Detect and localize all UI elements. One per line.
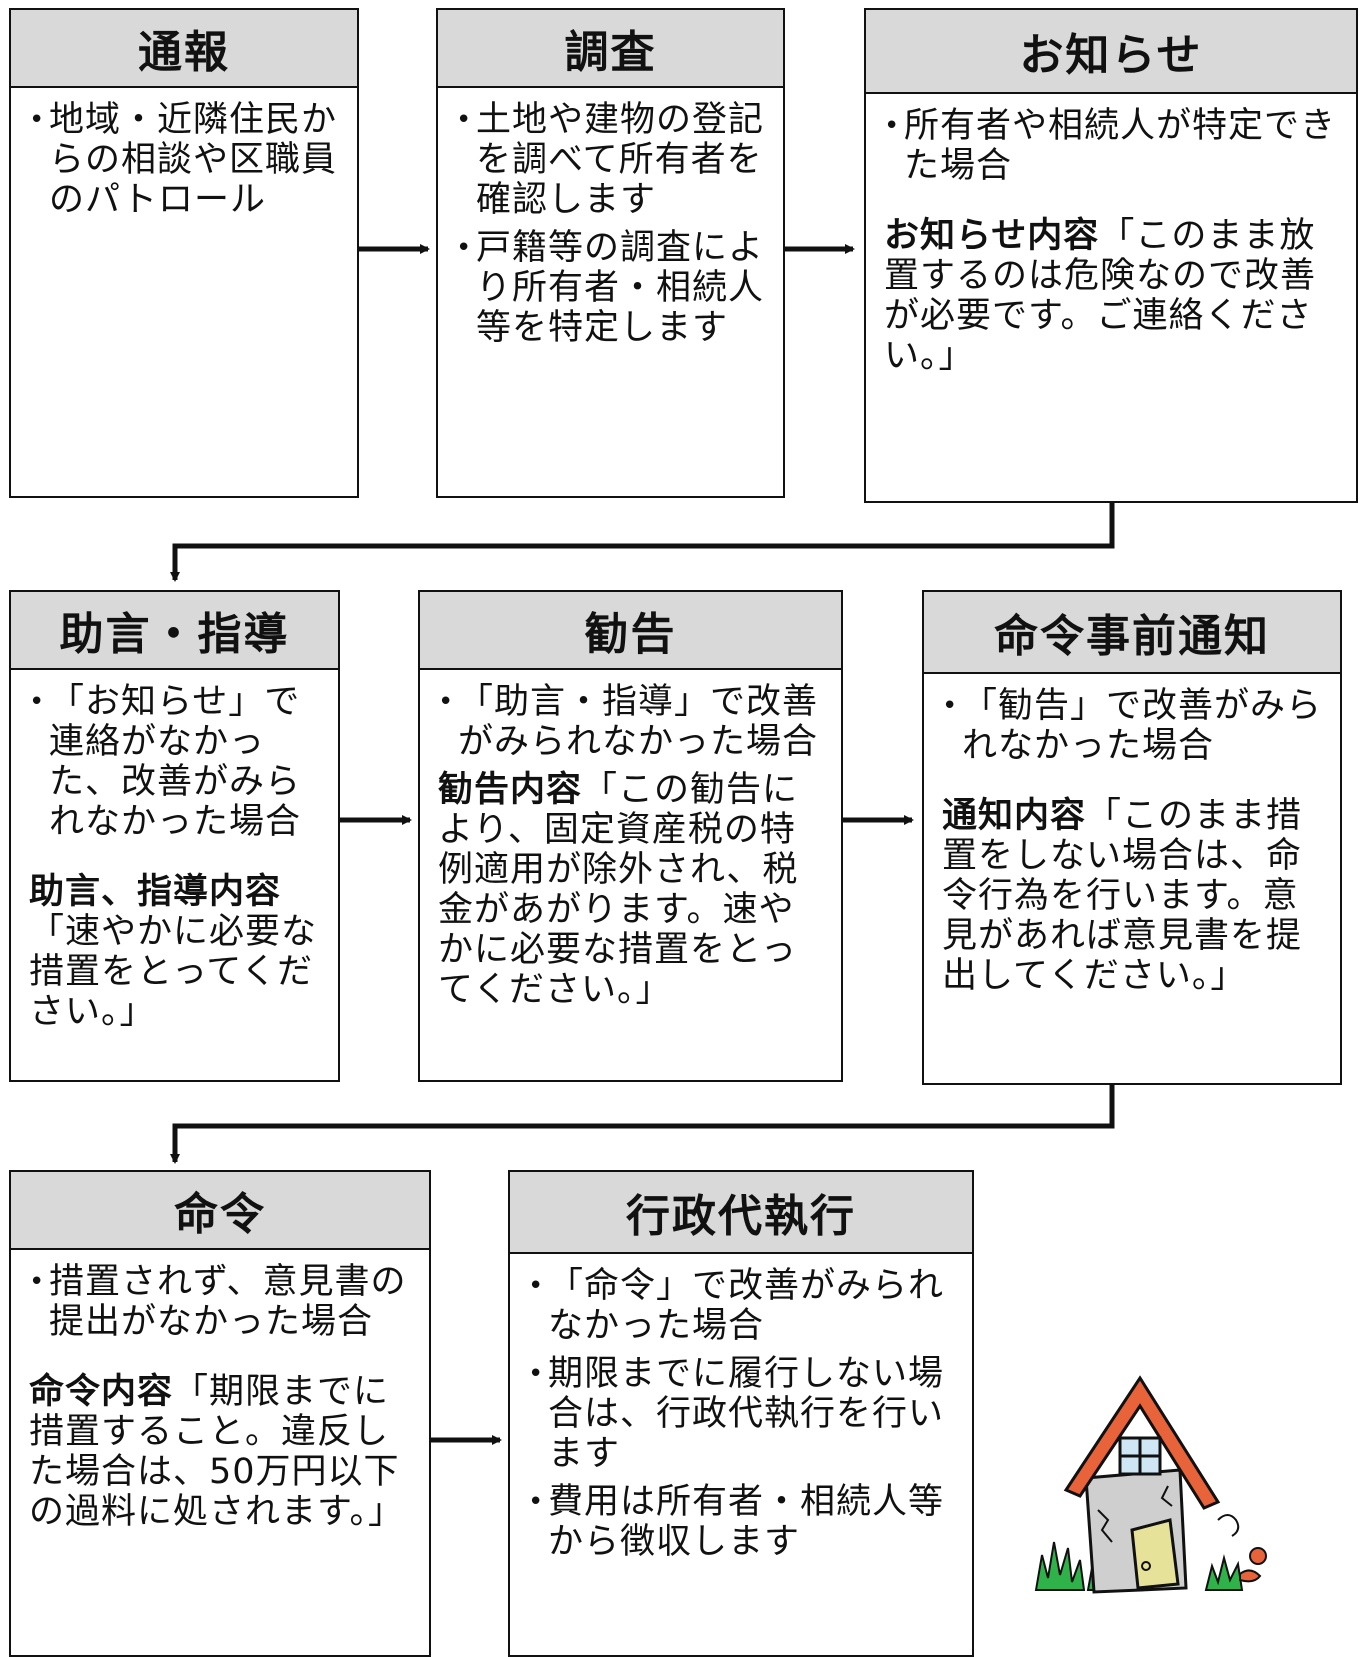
step-content: お知らせ内容「このまま放置するのは危険なので改善が必要です。ご連絡ください。」	[884, 216, 1317, 376]
list-item: • 土地や建物の登記を調べて所有者を確認します	[456, 100, 765, 220]
step-tsuho: 通報 • 地域・近隣住民からの相談や区職員のパトロール	[9, 8, 359, 498]
bullet-icon: •	[438, 687, 455, 717]
step-meirei: 命令 • 措置されず、意見書の提出がなかった場合 命令内容「期限までに措置するこ…	[9, 1170, 431, 1657]
list-item: • 措置されず、意見書の提出がなかった場合	[29, 1262, 407, 1342]
step-title: 通報	[11, 10, 357, 88]
bullet-icon: •	[528, 1271, 545, 1301]
step-title: お知らせ	[866, 10, 1356, 94]
bullet-icon: •	[456, 105, 473, 135]
step-daishikko: 行政代執行 • 「命令」で改善がみられなかった場合 • 期限までに履行しない場合…	[508, 1170, 974, 1657]
bullet-icon: •	[29, 687, 46, 717]
list-item: • 所有者や相続人が特定できた場合	[884, 106, 1337, 186]
step-content: 命令内容「期限までに措置すること。違反した場合は、50万円以下の過料に処されます…	[29, 1372, 405, 1532]
list-item: • 「命令」で改善がみられなかった場合	[528, 1266, 945, 1346]
bullet-icon: •	[528, 1487, 545, 1517]
bullet-icon: •	[942, 691, 959, 721]
step-chosa: 調査 • 土地や建物の登記を調べて所有者を確認します • 戸籍等の調査により所有…	[436, 8, 785, 498]
step-kankoku: 勧告 • 「助言・指導」で改善がみられなかった場合 勧告内容「この勧告により、固…	[418, 590, 843, 1082]
abandoned-house-icon	[1034, 1375, 1267, 1594]
step-title: 命令事前通知	[924, 592, 1340, 674]
step-title: 命令	[11, 1172, 429, 1250]
bullet-icon: •	[456, 233, 473, 263]
arrow-oshirase-to-jogen	[170, 502, 1115, 582]
step-title: 助言・指導	[11, 592, 338, 670]
list-item: • 「助言・指導」で改善がみられなかった場合	[438, 682, 819, 762]
list-item: • 「お知らせ」で連絡がなかった、改善がみられなかった場合	[29, 682, 302, 842]
list-item: • 期限までに履行しない場合は、行政代執行を行います	[528, 1354, 945, 1474]
step-content: 通知内容「このまま措置をしない場合は、命令行為を行います。意見があれば意見書を提…	[942, 796, 1303, 996]
list-item: • 「勧告」で改善がみられなかった場合	[942, 686, 1323, 766]
step-jogen: 助言・指導 • 「お知らせ」で連絡がなかった、改善がみられなかった場合 助言、指…	[9, 590, 340, 1082]
step-title: 行政代執行	[510, 1172, 972, 1254]
bullet-icon: •	[29, 105, 46, 135]
step-jizen: 命令事前通知 • 「勧告」で改善がみられなかった場合 通知内容「このまま措置をし…	[922, 590, 1342, 1085]
list-item: • 戸籍等の調査により所有者・相続人等を特定します	[456, 228, 765, 348]
step-title: 勧告	[420, 592, 841, 670]
step-oshirase: お知らせ • 所有者や相続人が特定できた場合 お知らせ内容「このまま放置するのは…	[864, 8, 1358, 503]
list-item: • 地域・近隣住民からの相談や区職員のパトロール	[29, 100, 338, 220]
arrow-jizen-to-meirei	[170, 1082, 1115, 1164]
bullet-icon: •	[884, 111, 901, 141]
step-title: 調査	[438, 10, 783, 88]
bullet-icon: •	[29, 1267, 46, 1297]
step-content: 助言、指導内容「速やかに必要な措置をとってください。」	[29, 872, 318, 1032]
list-item: • 費用は所有者・相続人等から徴収します	[528, 1482, 945, 1562]
step-content: 勧告内容「この勧告により、固定資産税の特例適用が除外され、税金があがります。速や…	[438, 770, 799, 1010]
bullet-icon: •	[528, 1359, 545, 1389]
